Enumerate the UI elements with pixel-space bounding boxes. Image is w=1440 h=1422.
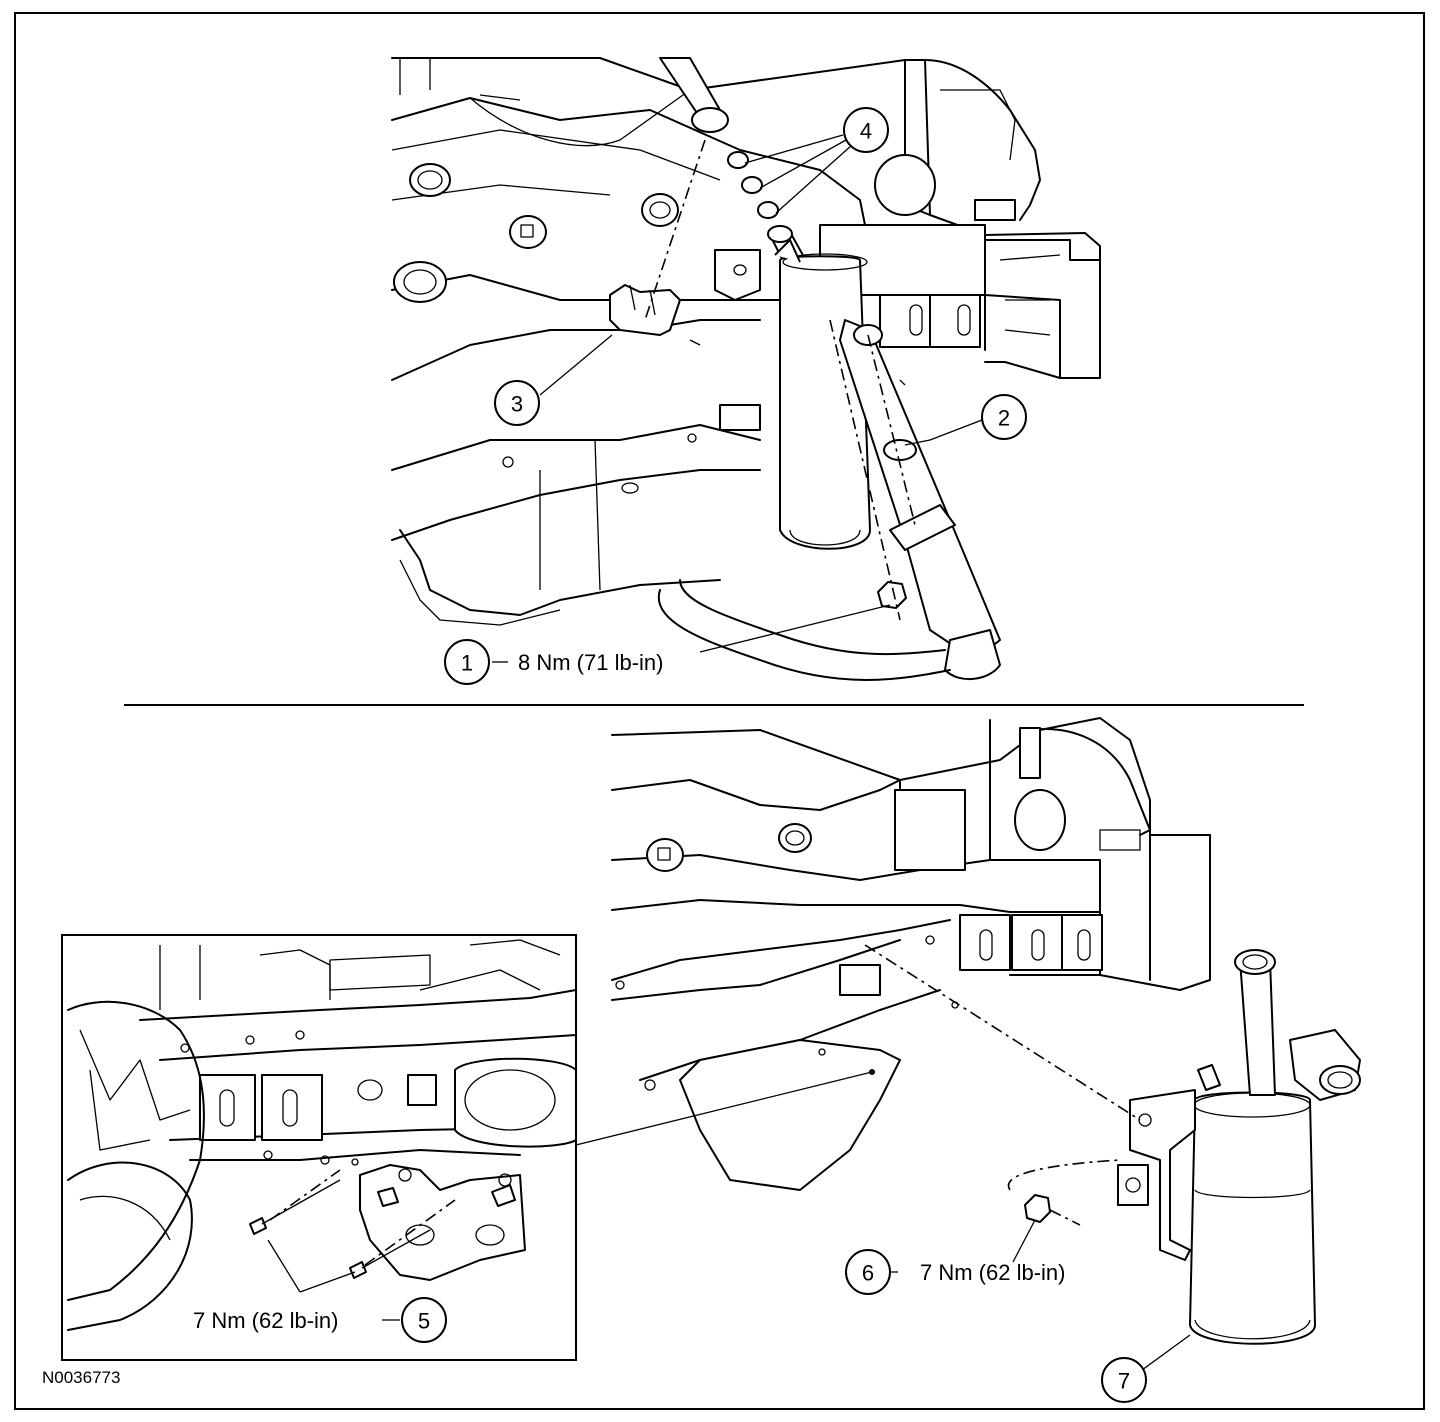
callout-7-number: 7: [1118, 1369, 1130, 1394]
callout-6: 6: [845, 1249, 891, 1295]
callout-2: 2: [981, 394, 1027, 440]
callout-6-torque: 7 Nm (62 lb-in): [920, 1260, 1065, 1285]
callout-5-torque: 7 Nm (62 lb-in): [193, 1308, 338, 1333]
figure-border: [14, 12, 1425, 1410]
inset-view: [61, 934, 577, 1361]
top-view-illustration: [391, 57, 1101, 681]
callout-3-number: 3: [511, 392, 523, 417]
callout-5: 5: [401, 1297, 447, 1343]
callout-4: 4: [843, 107, 889, 153]
bottom-view-illustration: [611, 717, 1361, 1345]
callout-3: 3: [494, 380, 540, 426]
callout-2-number: 2: [998, 406, 1010, 431]
callout-1: 1: [444, 639, 490, 685]
top-view-leaders: [492, 134, 983, 663]
callout-7: 7: [1101, 1357, 1147, 1403]
callout-6-number: 6: [862, 1261, 874, 1286]
inset-frame: [61, 934, 577, 1361]
callout-1-torque: 8 Nm (71 lb-in): [518, 650, 663, 675]
figure-id: N0036773: [42, 1368, 120, 1387]
callout-5-number: 5: [418, 1309, 430, 1334]
callout-1-number: 1: [461, 651, 473, 676]
callout-4-number: 4: [860, 119, 872, 144]
inset-connection-line: [575, 1071, 873, 1146]
